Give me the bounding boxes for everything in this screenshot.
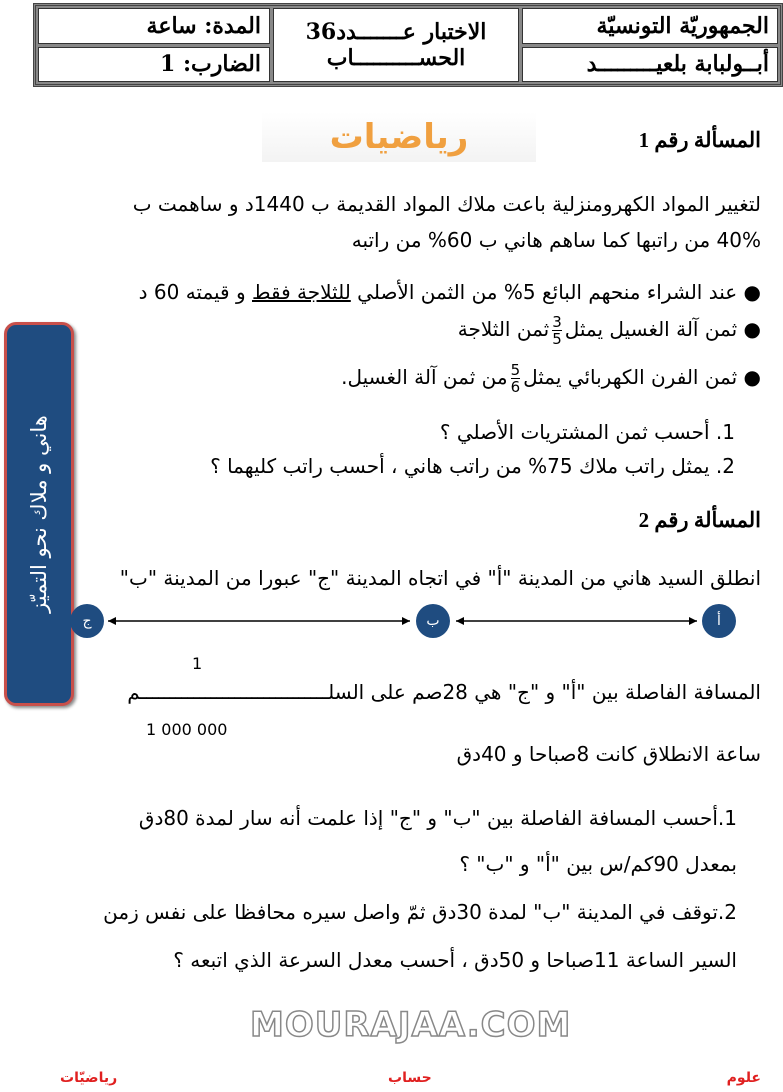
school: أبــولبابة بلعيـــــــــد [522,46,778,82]
p2-q1a: 1.أحسب المسافة الفاصلة بين "ب" و "ج" إذا… [138,806,737,830]
scale-denominator: 1 000 000 [146,720,228,739]
p2-q2b: السير الساعة 11صباحا و 50دق ، أحسب معدل … [173,948,737,972]
footer-center: حساب [388,1070,432,1086]
p1-q2: 2. يمثل راتب ملاك 75% من راتب هاني ، أحس… [210,454,735,478]
duration: المدة: ساعة [38,8,270,44]
p2-distance: المسافة الفاصلة بين "أ" و "ج" هي 28صم عل… [127,680,761,704]
route-line [108,617,697,625]
city-b: ب [416,604,450,638]
exam-title-cell: الاختبار عـــــــدد36 الحســــــــــاب [273,8,519,82]
p2-intro: انطلق السيد هاني من المدينة "أ" في اتجاه… [119,566,761,590]
problem1-title: المسألة رقم 1 [638,128,761,152]
exam-title: الاختبار عـــــــدد36 [305,19,487,45]
footer-left: رياضيّات [60,1070,118,1086]
footer-right: علوم [726,1070,761,1086]
p1-q1: 1. أحسب ثمن المشتريات الأصلي ؟ [439,420,735,444]
p2-q2a: 2.توقف في المدينة "ب" لمدة 30دق ثمّ واصل… [103,900,737,924]
p1-intro1: لتغيير المواد الكهرومنزلية باعت ملاك الم… [132,192,761,216]
watermark: MOURAJAA.COM [249,1004,572,1046]
p1-intro2: 40% من راتبها كما ساهم هاني ب 60% من رات… [351,228,761,252]
exam-subject: الحســــــــــاب [326,45,466,71]
city-c: ج [70,604,104,638]
problem2-title: المسألة رقم 2 [638,508,761,532]
coefficient: الضارب: 1 [38,46,270,82]
city-a: أ [702,604,736,638]
math-logo: رياضيات [262,112,536,162]
country: الجمهوريّة التونسيّة [522,8,778,44]
p1-bullet1: ● عند الشراء منحهم البائع 5% من الثمن ال… [138,280,761,304]
motto-banner: هاني و ملاك نحو التميّز [4,322,74,706]
scale-numerator: 1 [192,654,203,673]
p2-q1b: بمعدل 90كم/س بين "أ" و "ب" ؟ [459,852,737,876]
p2-start: ساعة الانطلاق كانت 8صباحا و 40دق [456,742,761,766]
exam-header: الجمهوريّة التونسيّة الاختبار عـــــــدد… [33,3,783,87]
